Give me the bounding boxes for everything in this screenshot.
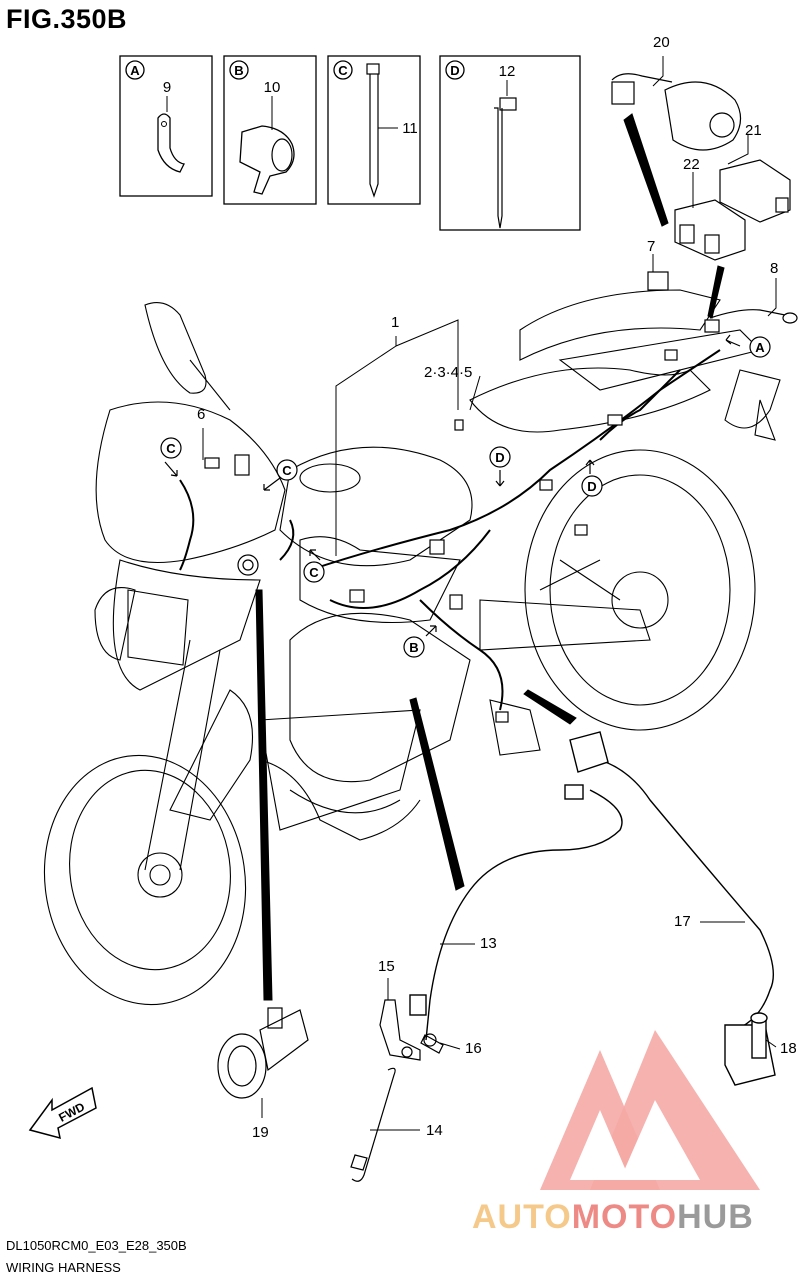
callout-22: 22 (683, 156, 700, 173)
pointer-lines (255, 113, 725, 1001)
callout-17: 17 (674, 913, 691, 930)
box-d-part: 12 (499, 63, 516, 80)
marker-d-1: D (495, 450, 504, 465)
box-c-part: 11 (402, 120, 418, 137)
box-d-letter: D (450, 63, 459, 78)
marker-arrows (164, 334, 741, 637)
motorcycle-outline (43, 289, 781, 1006)
marker-c-1: C (166, 441, 176, 456)
watermark-brand: AUTOMOTOHUB (472, 1198, 754, 1237)
figure-title: FIG.350B (6, 4, 128, 34)
callout-21: 21 (745, 122, 762, 139)
box-b-part: 10 (264, 79, 281, 96)
box-b-letter: B (234, 63, 243, 78)
detail-box-c: C 11 (327, 55, 421, 205)
detail-box-a: A 9 (119, 55, 213, 197)
brand-moto: MOTO (571, 1198, 678, 1236)
callout-16: 16 (465, 1040, 482, 1057)
callout-8: 8 (770, 260, 779, 277)
harness-connectors (204, 349, 678, 723)
leader-lines (202, 56, 777, 1131)
callout-1: 1 (391, 314, 400, 331)
marker-c-2: C (282, 463, 292, 478)
callout-14: 14 (426, 1122, 443, 1139)
detail-box-b: B 10 (223, 55, 317, 205)
callout-6: 6 (197, 406, 206, 423)
sensor-cables (409, 731, 776, 1086)
figure-code: DL1050RCM0_E03_E28_350B (6, 1238, 187, 1253)
small-hardware (350, 999, 444, 1182)
brand-hub: HUB (677, 1198, 754, 1236)
callout-13: 13 (480, 935, 497, 952)
marker-a: A (755, 340, 765, 355)
callout-20: 20 (653, 34, 670, 51)
marker-c-3: C (309, 565, 319, 580)
marker-b: B (409, 640, 418, 655)
fwd-arrow: FWD (28, 1086, 97, 1140)
callout-19: 19 (252, 1124, 269, 1141)
box-a-letter: A (130, 63, 140, 78)
watermark-logo (540, 1030, 760, 1190)
brand-auto: AUTO (472, 1198, 572, 1236)
ecu-parts (611, 73, 798, 333)
detail-box-d: D 12 (439, 55, 581, 231)
horn-part (217, 554, 309, 1099)
location-markers (160, 336, 771, 658)
main-harness (179, 349, 721, 711)
callout-2-3-4-5: 2·3·4·5 (424, 364, 473, 381)
callout-7: 7 (647, 238, 656, 255)
callout-18: 18 (780, 1040, 797, 1057)
box-a-part: 9 (163, 79, 171, 96)
figure-name: WIRING HARNESS (6, 1260, 121, 1275)
callout-15: 15 (378, 958, 395, 975)
marker-d-2: D (587, 479, 596, 494)
box-c-letter: C (338, 63, 348, 78)
